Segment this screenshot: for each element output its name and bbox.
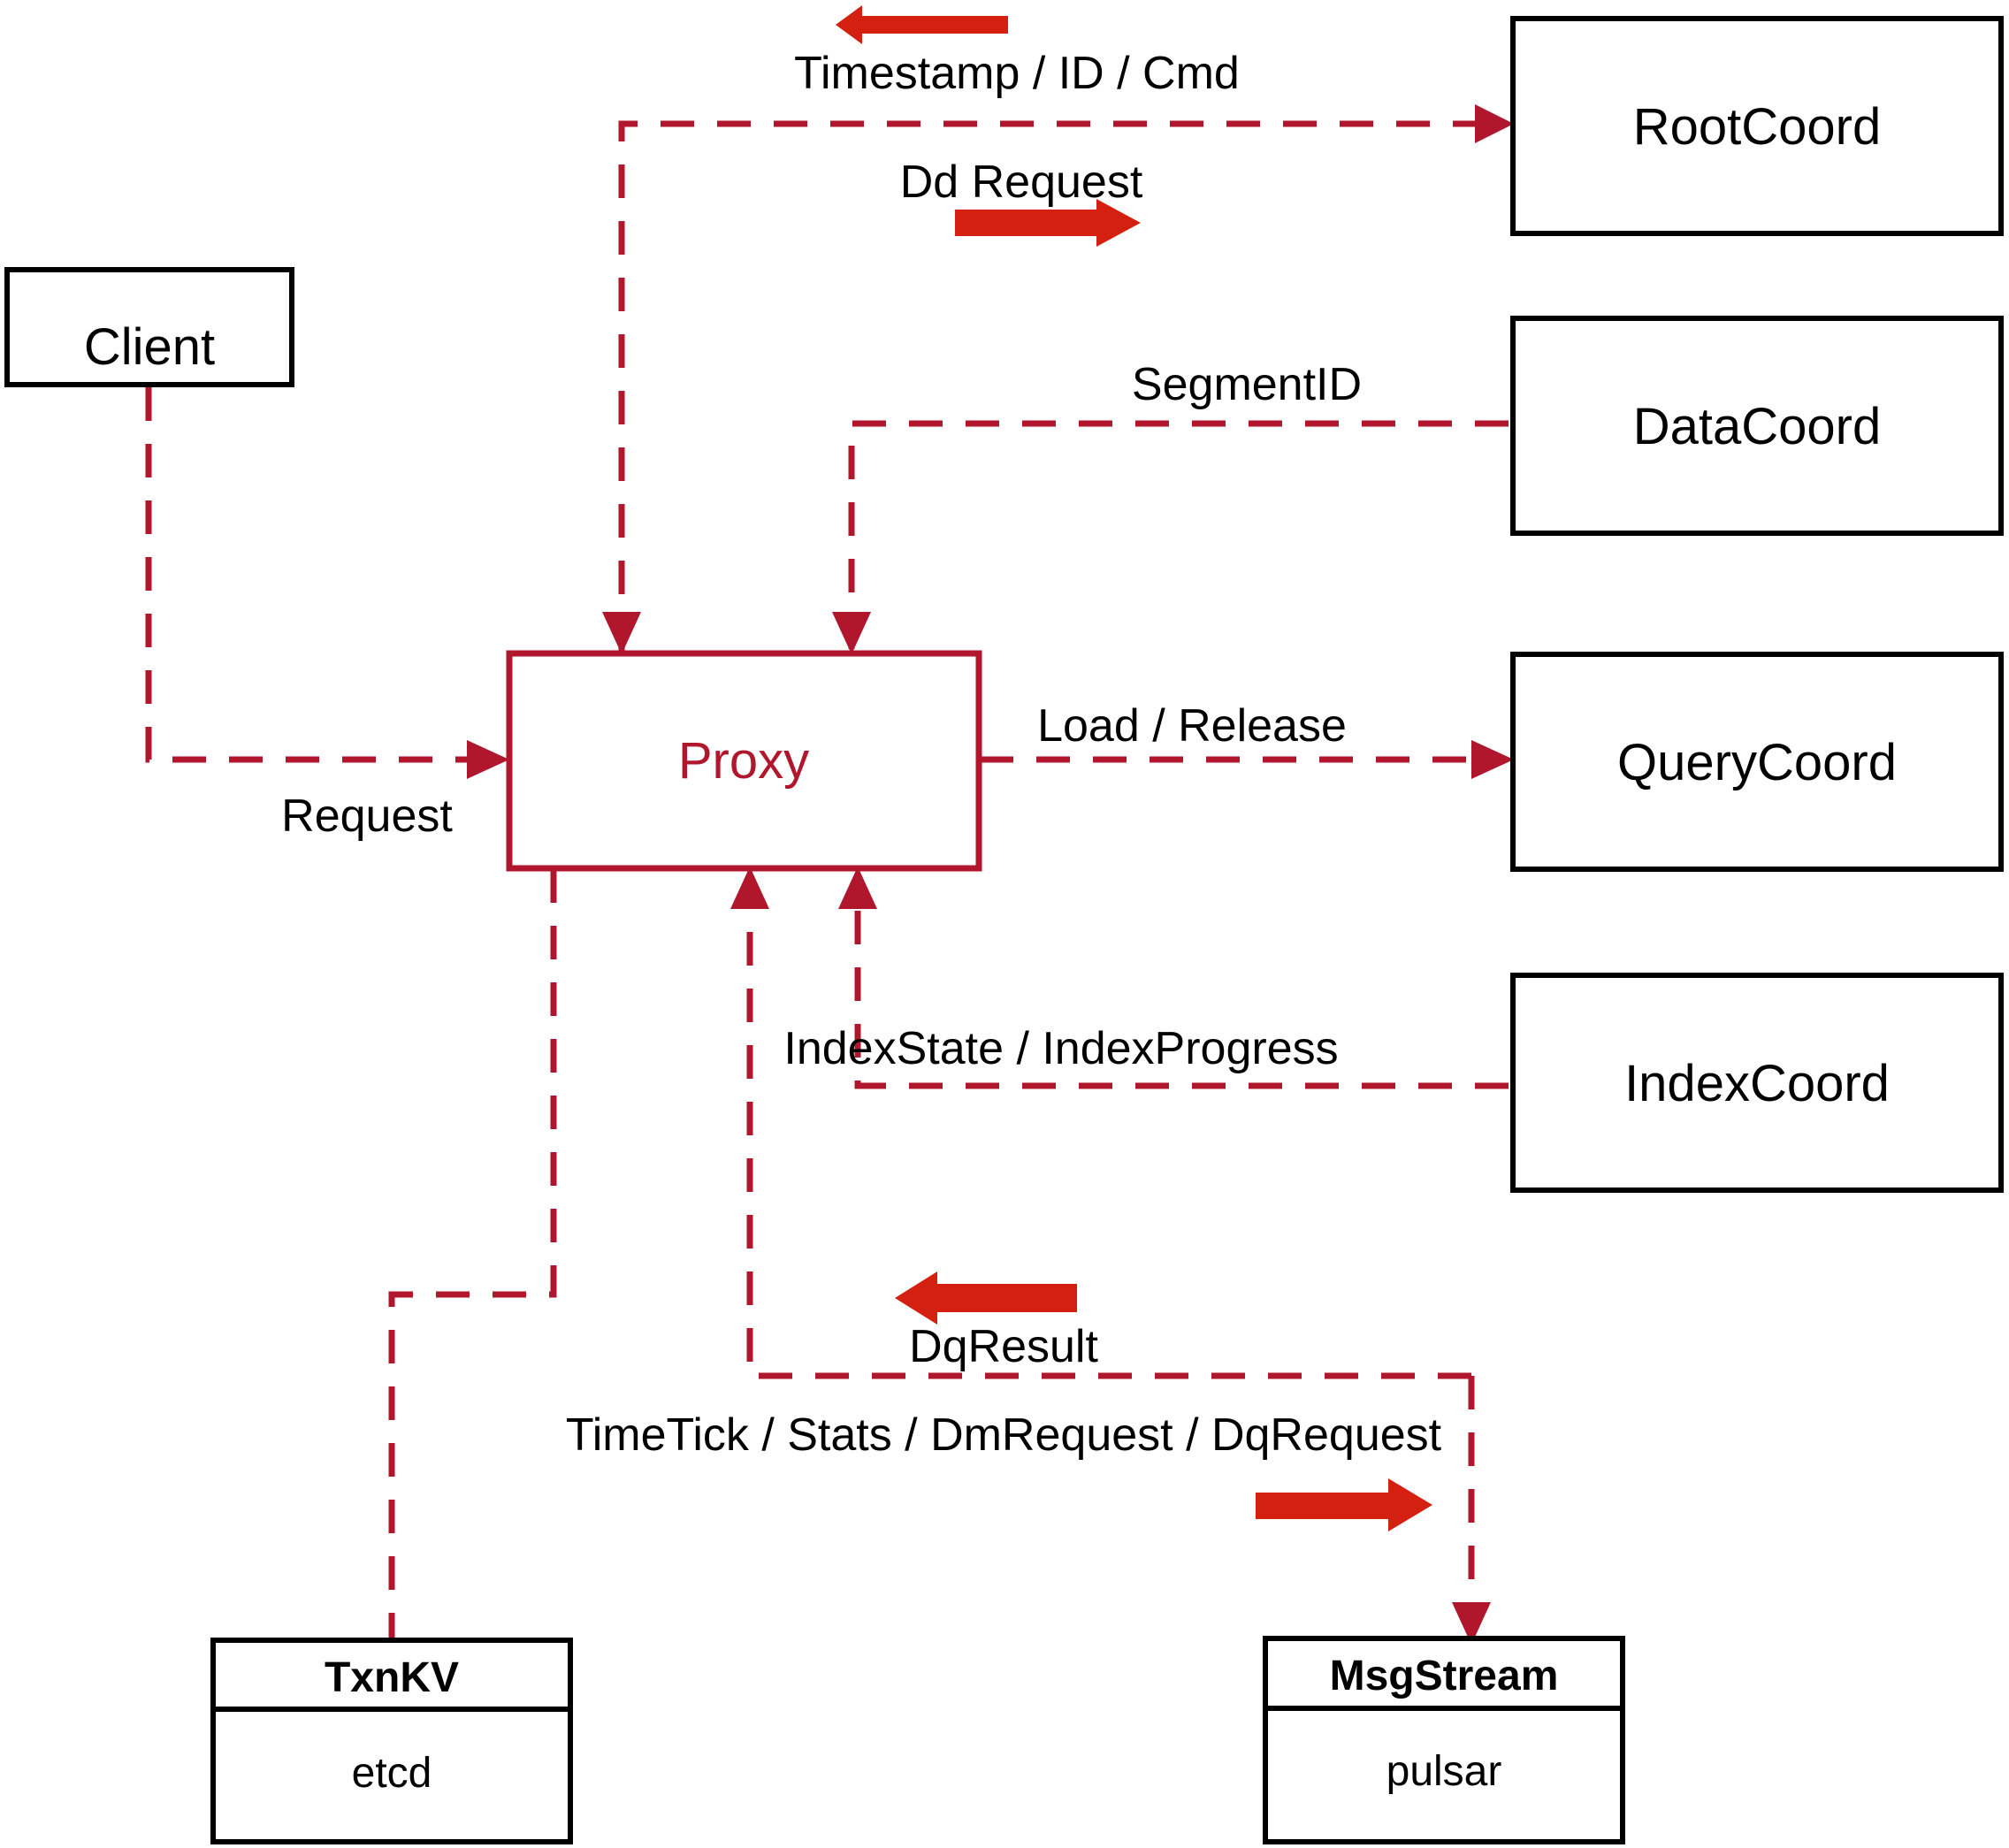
- edge-label-timestamp-id-cmd: Timestamp / ID / Cmd: [794, 48, 1240, 99]
- node-client-label: Client: [84, 318, 215, 376]
- edge-index-state-line: [854, 911, 1509, 1089]
- edge-segmentid-line: [848, 420, 1509, 651]
- node-querycoord-label: QueryCoord: [1617, 734, 1897, 791]
- node-msgstream-label: MsgStream: [1330, 1653, 1559, 1699]
- edge-label-timetick-stats: TimeTick / Stats / DmRequest / DqRequest: [566, 1409, 1442, 1461]
- node-rootcoord-label: RootCoord: [1633, 98, 1881, 156]
- edge-label-dq-result: DqResult: [909, 1321, 1098, 1372]
- edge-label-index-state: IndexState / IndexProgress: [783, 1023, 1338, 1074]
- node-datacoord[interactable]: DataCoord: [1510, 316, 2004, 536]
- node-msgstream-sublabel: pulsar: [1386, 1748, 1502, 1795]
- node-txnkv-label: TxnKV: [325, 1654, 459, 1701]
- edge-dd-request-arrowhead: [1475, 104, 1514, 143]
- edge-load-release-arrowhead: [1471, 740, 1514, 779]
- edge-timestamp-arrowhead: [602, 612, 641, 654]
- edge-request-line: [145, 387, 495, 763]
- edge-txnkv-line: [388, 869, 557, 1638]
- edge-segmentid-arrowhead: [832, 612, 871, 654]
- node-querycoord[interactable]: QueryCoord: [1510, 652, 2004, 872]
- node-txnkv[interactable]: TxnKV etcd: [210, 1638, 573, 1844]
- node-indexcoord-label: IndexCoord: [1624, 1055, 1890, 1112]
- edge-index-state-arrowhead: [838, 867, 877, 909]
- node-msgstream[interactable]: MsgStream pulsar: [1263, 1636, 1625, 1844]
- direction-arrow-dq-result-left: [895, 1271, 1077, 1325]
- edge-dq-result-line: [746, 911, 1471, 1379]
- node-rootcoord[interactable]: RootCoord: [1510, 16, 2004, 236]
- node-txnkv-sublabel: etcd: [352, 1750, 432, 1797]
- edge-dq-result-arrowhead: [730, 867, 769, 909]
- edge-dd-request-line: [618, 120, 1475, 651]
- edge-label-dd-request: Dd Request: [900, 157, 1143, 208]
- edge-timetick-arrowhead: [1452, 1602, 1491, 1645]
- node-client[interactable]: Client: [4, 267, 294, 387]
- direction-arrow-dd-request-right: [955, 199, 1141, 247]
- direction-arrow-timestamp-left: [836, 5, 1008, 44]
- node-proxy[interactable]: Proxy: [506, 650, 982, 872]
- edge-label-load-release: Load / Release: [1037, 700, 1347, 752]
- edge-label-request: Request: [281, 790, 453, 842]
- direction-arrow-timetick-right: [1256, 1478, 1432, 1531]
- node-datacoord-label: DataCoord: [1633, 398, 1881, 455]
- edge-label-segmentid: SegmentID: [1132, 359, 1362, 410]
- node-proxy-label: Proxy: [678, 732, 809, 790]
- node-indexcoord[interactable]: IndexCoord: [1510, 973, 2004, 1193]
- edge-request-arrowhead: [467, 740, 509, 779]
